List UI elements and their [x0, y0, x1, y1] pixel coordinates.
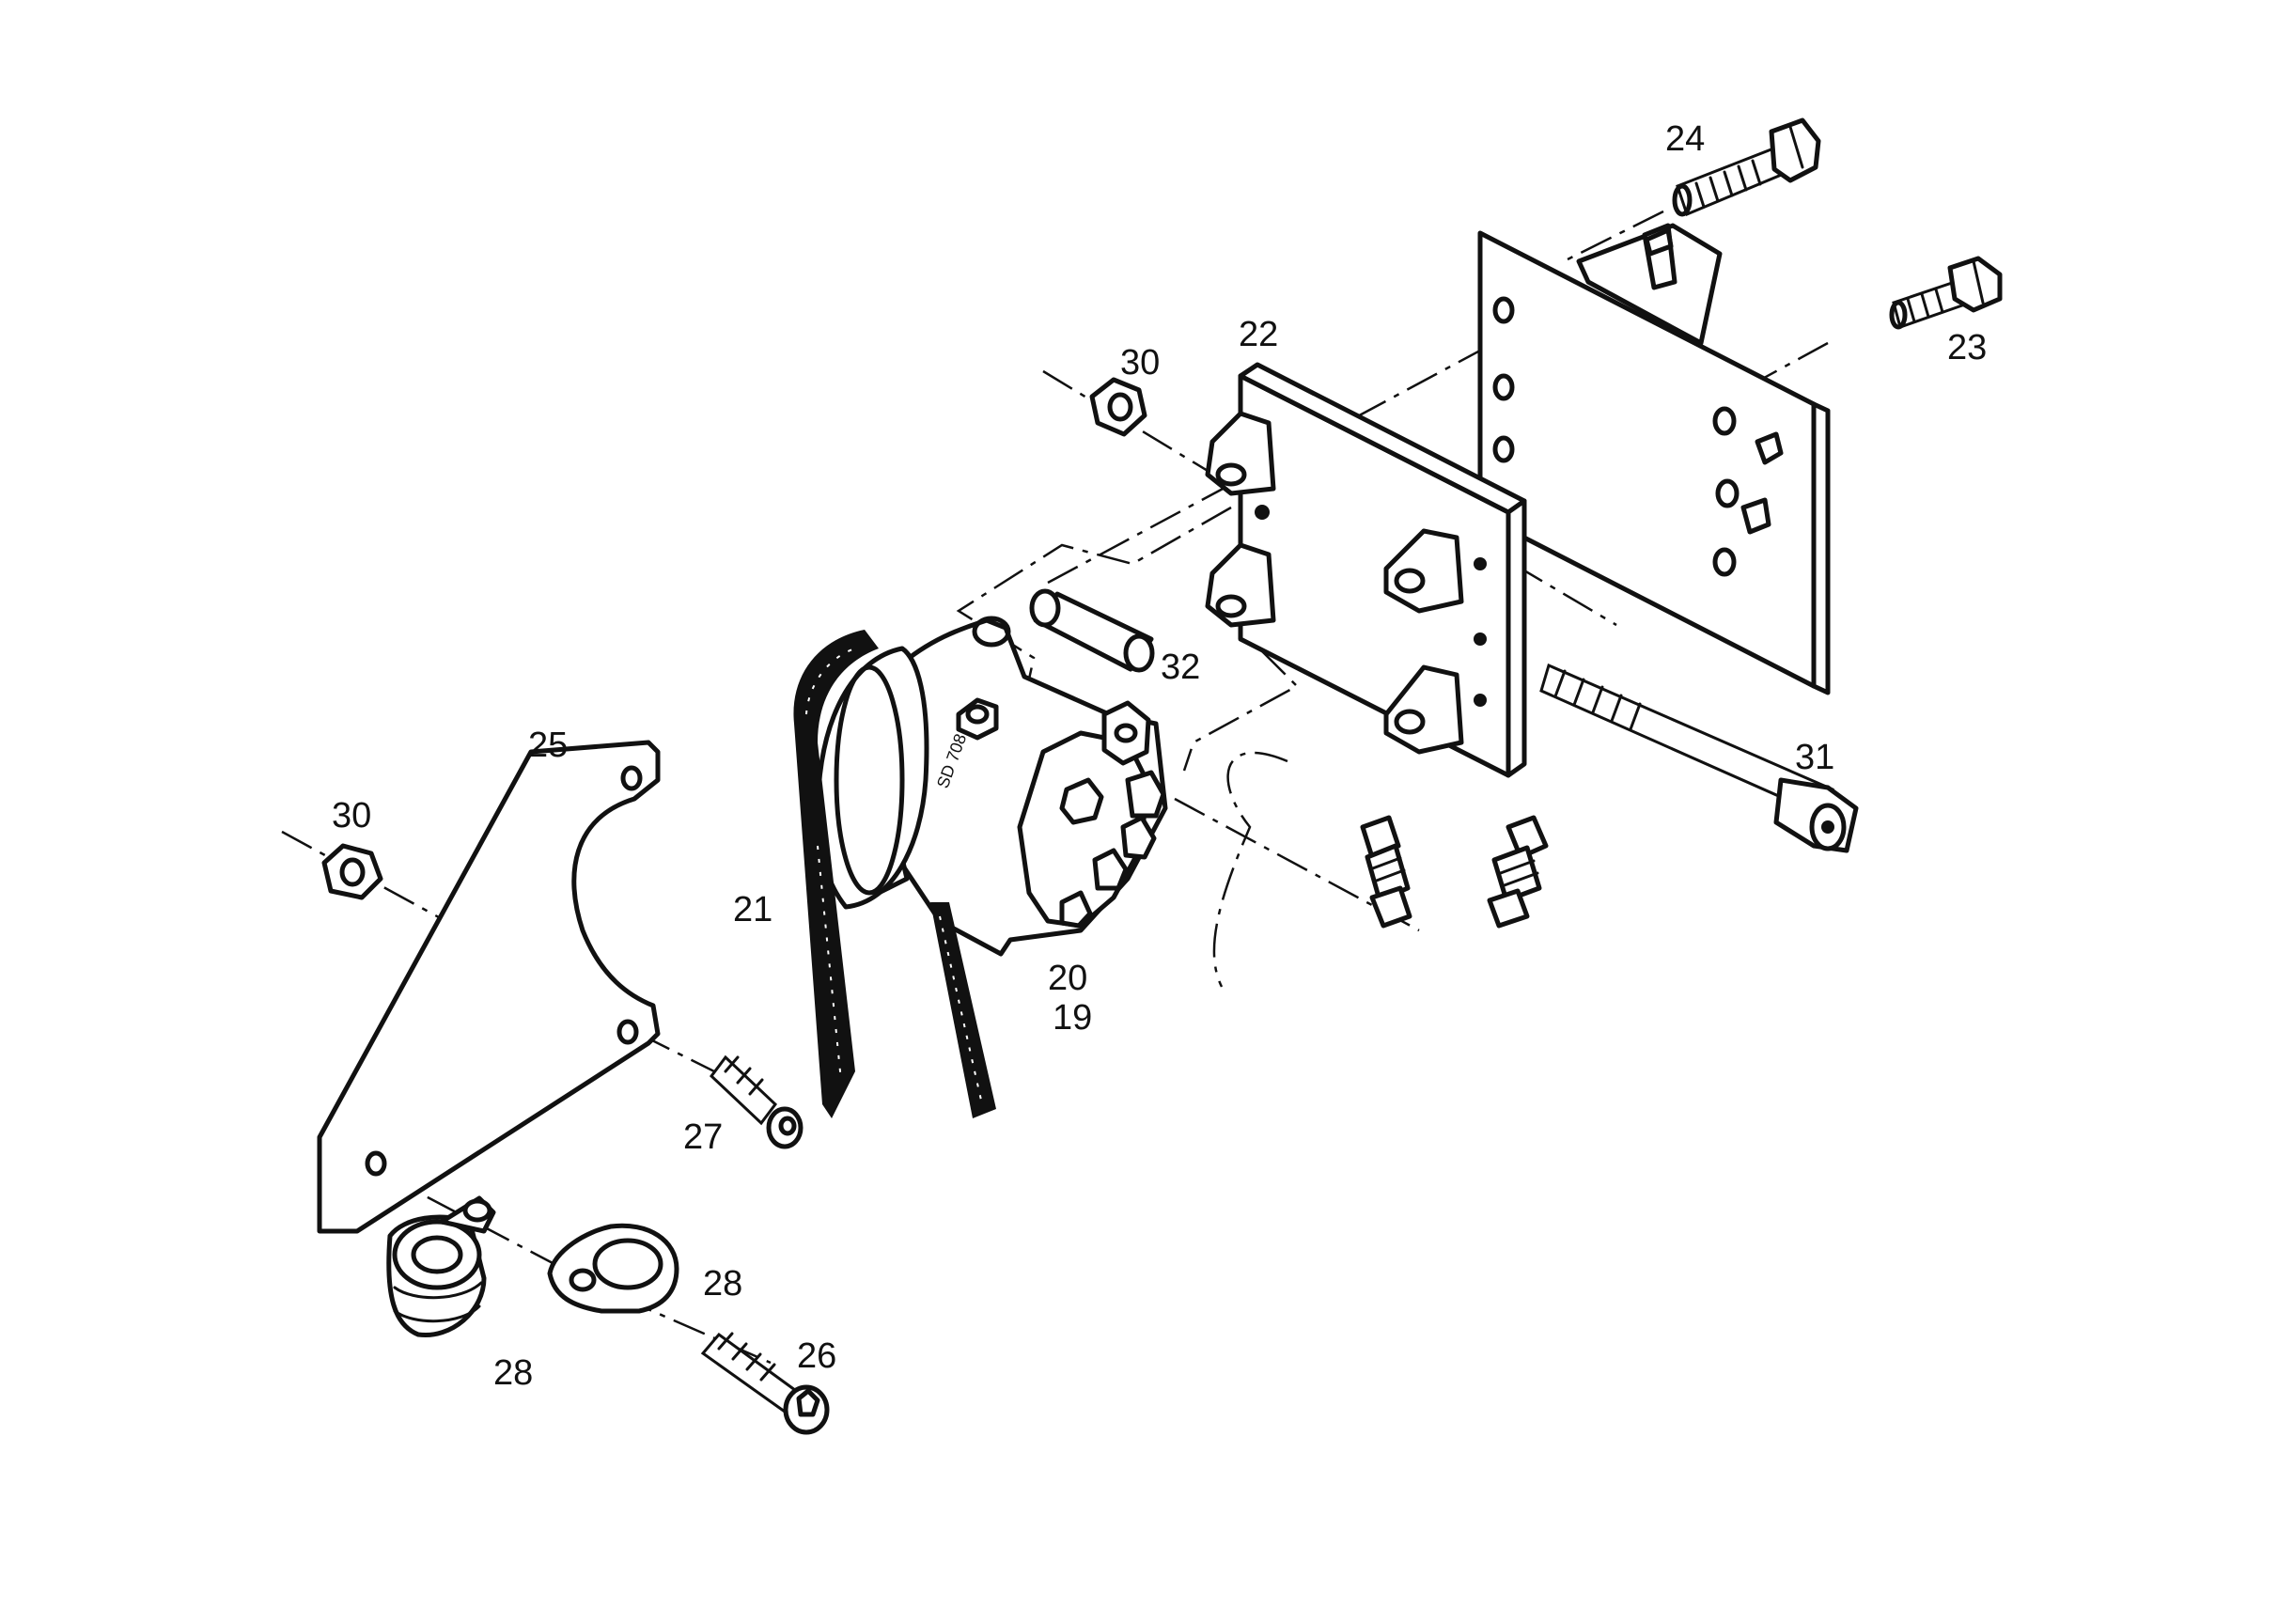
- callout-30-left: 30: [332, 796, 371, 835]
- callout-26: 26: [797, 1336, 836, 1376]
- compressor-plate-22: [1205, 362, 1527, 778]
- callout-30-top: 30: [1120, 343, 1160, 383]
- callout-19: 19: [1053, 998, 1092, 1038]
- rear-mounting-plate: [1477, 223, 1831, 695]
- callout-27: 27: [683, 1117, 723, 1157]
- hose-fittings: [1360, 815, 1549, 929]
- bracket-25: [317, 740, 661, 1234]
- bolt-23: [1889, 256, 2003, 330]
- nut-30-left: [321, 843, 383, 900]
- callout-28-right: 28: [703, 1264, 742, 1304]
- callout-24: 24: [1665, 119, 1705, 159]
- screw-26: [700, 1332, 830, 1435]
- bolt-24: [1672, 117, 1821, 217]
- spacer-32: [1029, 588, 1155, 673]
- nut-30-top: [1089, 377, 1147, 437]
- callout-22: 22: [1239, 315, 1278, 354]
- long-bolt-31: [1539, 663, 1859, 853]
- clamp-28-left: [386, 1195, 496, 1338]
- callout-21: 21: [733, 890, 772, 929]
- callout-25: 25: [528, 726, 568, 765]
- belt-21-and-pulley: [793, 630, 996, 1118]
- callout-31: 31: [1795, 738, 1834, 777]
- callout-32: 32: [1161, 648, 1200, 687]
- callout-20: 20: [1048, 959, 1087, 998]
- callout-28-left: 28: [493, 1353, 533, 1393]
- clamp-28-right: [547, 1223, 679, 1314]
- callout-23: 23: [1947, 328, 1987, 367]
- compressor-19-20: SD 708: [852, 616, 1168, 957]
- callout-labels: 24 23 22 30 32 31 25 30 21 20 19 27 28 2…: [332, 119, 1987, 1393]
- screw-27: [709, 1054, 804, 1149]
